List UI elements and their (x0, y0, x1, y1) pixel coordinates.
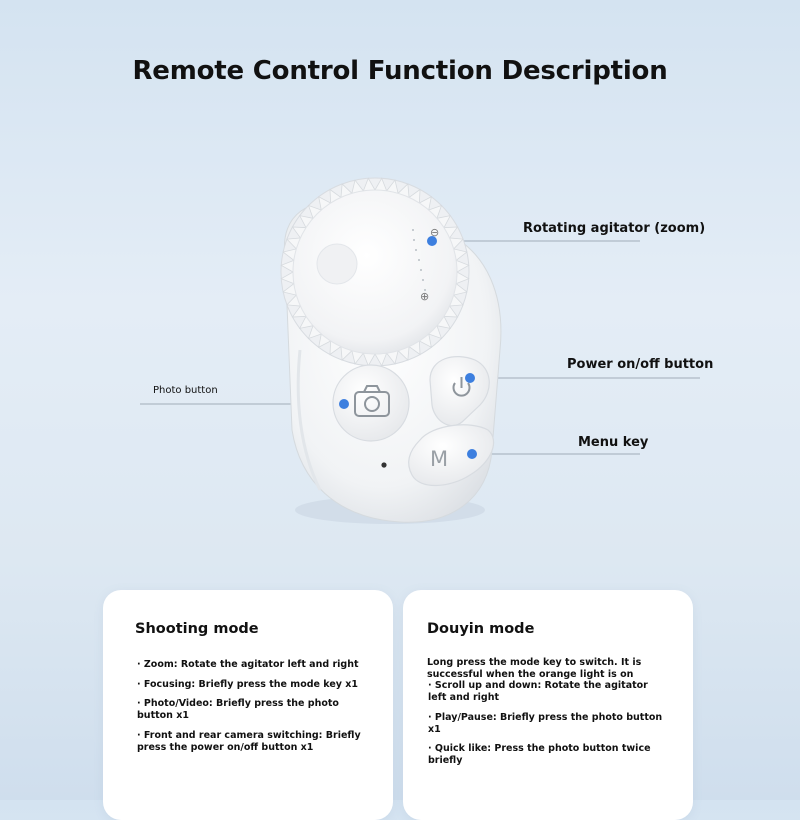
list-item: · Zoom: Rotate the agitator left and rig… (137, 659, 359, 670)
camera-icon (354, 385, 390, 417)
list-item: · Photo/Video: Briefly press the photo b… (137, 698, 339, 721)
power-icon (452, 377, 471, 397)
menu-m-glyph: M (430, 447, 448, 471)
shooting-mode-list: · Zoom: Rotate the agitator left and rig… (137, 659, 377, 761)
dial-indent (316, 243, 358, 285)
list-item: · Quick like: Press the photo button twi… (428, 743, 651, 766)
power-button[interactable] (429, 356, 490, 427)
rotating-agitator-dial (280, 177, 470, 367)
douyin-mode-intro: Long press the mode key to switch. It is… (427, 657, 642, 680)
remote-control-device: ⊖ ⊕ M (140, 177, 700, 524)
list-item: · Play/Pause: Briefly press the photo bu… (428, 711, 663, 735)
callout-dot-power (465, 373, 475, 383)
callout-rotating-agitator: Rotating agitator (zoom) (523, 221, 706, 236)
list-item: · Front and rear camera switching: Brief… (137, 729, 361, 753)
callout-power-button: Power on/off button (567, 357, 714, 372)
page-title: Remote Control Function Description (132, 56, 668, 86)
list-item: · Scroll up and down: Rotate the agitato… (428, 680, 648, 703)
douyin-mode-title: Douyin mode (427, 621, 535, 637)
dial-scale-dots (412, 229, 426, 291)
callout-menu-key: Menu key (578, 435, 649, 450)
shooting-mode-title: Shooting mode (135, 621, 259, 637)
shooting-mode-card: Shooting mode · Zoom: Rotate the agitato… (103, 590, 393, 820)
list-item: · Focusing: Briefly press the mode key x… (137, 678, 359, 690)
photo-button[interactable] (332, 364, 410, 442)
douyin-mode-list: · Scroll up and down: Rotate the agitato… (428, 680, 668, 775)
zoom-out-marking: ⊖ (430, 226, 439, 239)
leader-lines (140, 240, 700, 455)
callout-dot-rotating (427, 236, 437, 246)
callout-photo-button: Photo button (153, 385, 218, 396)
menu-key[interactable]: M (408, 424, 495, 487)
callout-dots (339, 236, 477, 459)
callout-dot-photo (339, 399, 349, 409)
indicator-light (381, 462, 387, 468)
zoom-in-marking: ⊕ (420, 290, 429, 303)
douyin-mode-card: Douyin mode Long press the mode key to s… (403, 590, 693, 820)
callout-dot-menu (467, 449, 477, 459)
